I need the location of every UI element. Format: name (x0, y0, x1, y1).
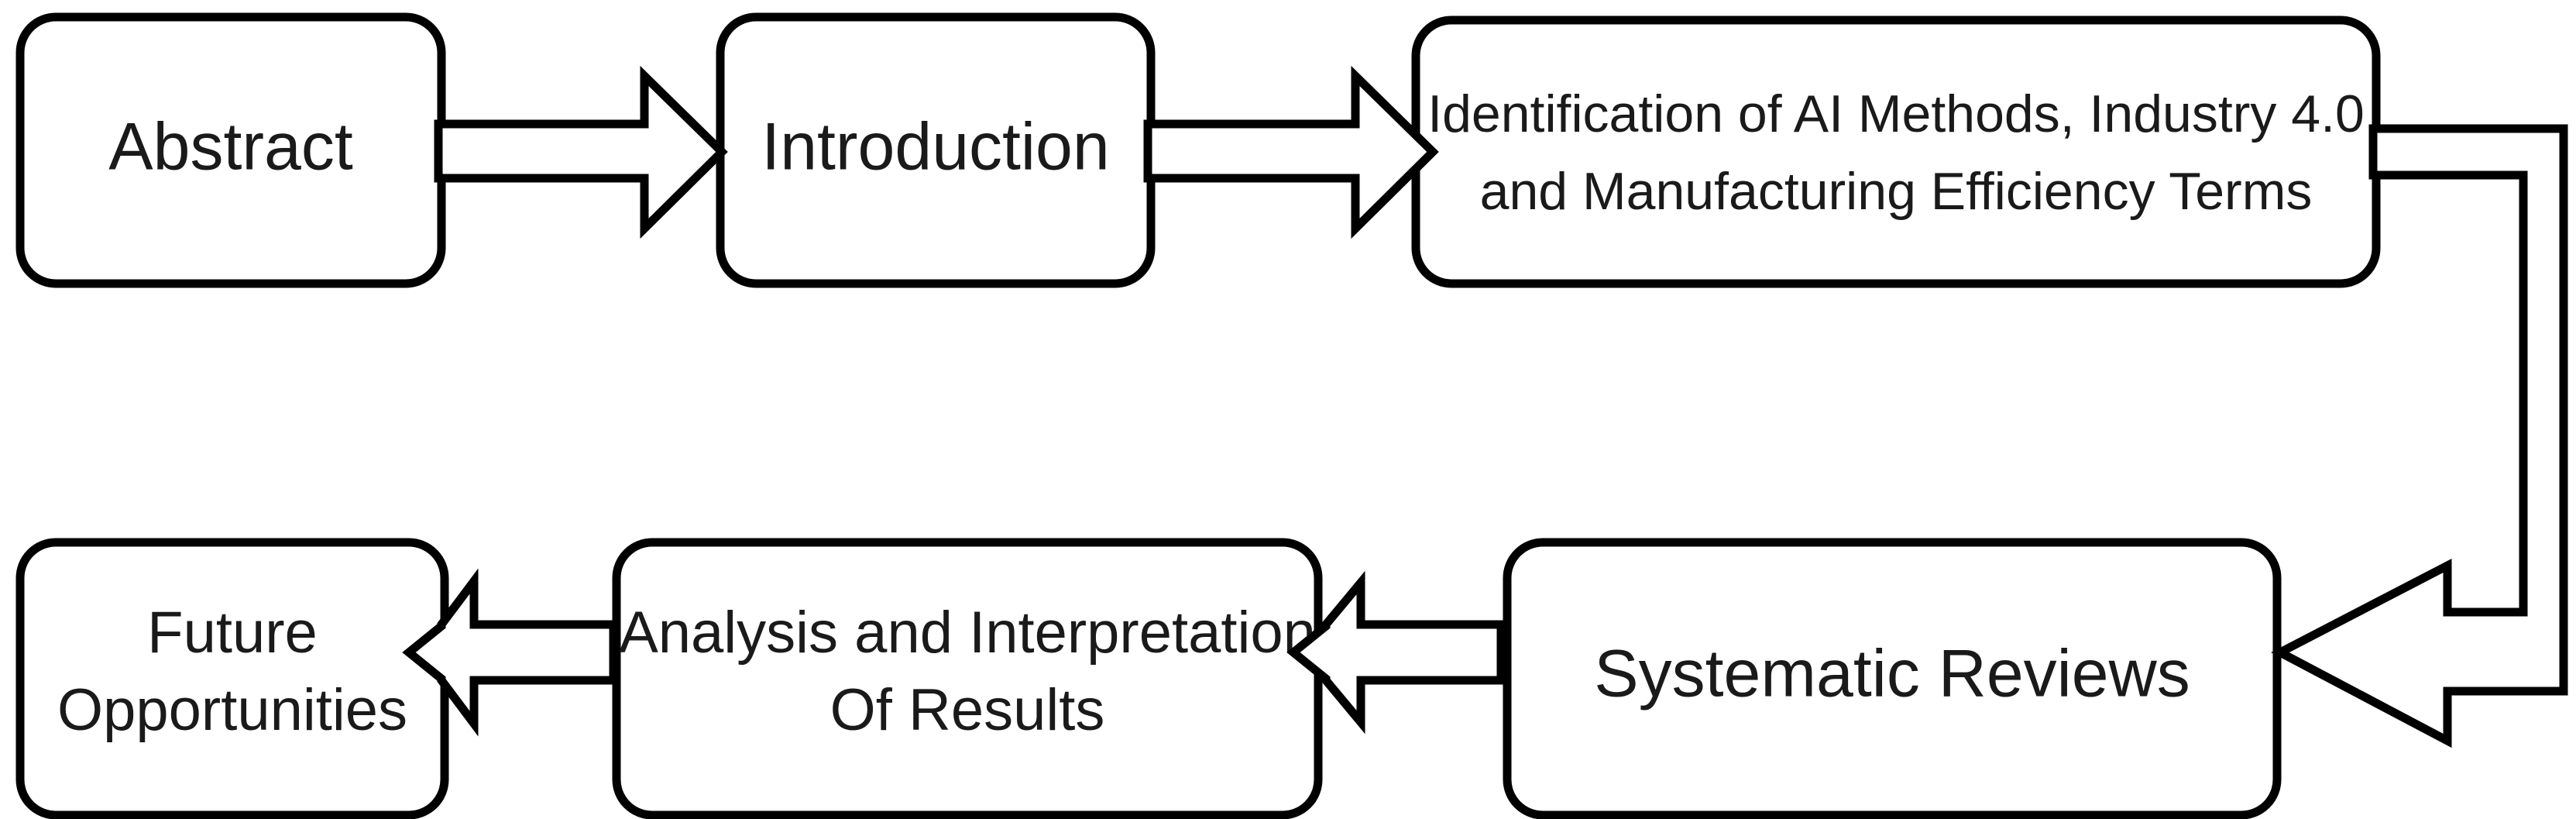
node-systematic-reviews-box (1503, 538, 2282, 819)
node-future-opportunities-label-line-2: Opportunities (57, 677, 407, 743)
node-future-opportunities-label-line-1: Future (147, 600, 318, 666)
node-analysis[interactable]: Analysis and Interpretation Of Results (612, 538, 1323, 819)
node-analysis-label-line-2: Of Results (830, 677, 1105, 743)
node-analysis-label-line-1: Analysis and Interpretation (619, 600, 1316, 666)
arrow-identification-to-systematic-reviews (2271, 124, 2568, 748)
node-identification-box (1411, 15, 2381, 288)
arrow-abstract-to-introduction (434, 65, 728, 239)
node-identification-label-line-1: Identification of AI Methods, Industry 4… (1427, 84, 2365, 143)
arrow-analysis-to-future-opportunities (402, 568, 618, 737)
node-systematic-reviews-label: Systematic Reviews (1594, 637, 2190, 711)
node-future-opportunities[interactable]: Future Opportunities (15, 538, 449, 819)
node-identification[interactable]: Identification of AI Methods, Industry 4… (1411, 15, 2381, 288)
node-introduction-label: Introduction (761, 110, 1109, 184)
node-systematic-reviews[interactable]: Systematic Reviews (1503, 538, 2282, 819)
arrow-systematic-reviews-to-analysis (1286, 570, 1506, 735)
node-identification-label-line-2: and Manufacturing Efficiency Terms (1480, 162, 2313, 221)
arrow-introduction-to-identification (1143, 65, 1439, 239)
node-abstract[interactable]: Abstract (15, 12, 446, 288)
node-introduction[interactable]: Introduction (716, 12, 1156, 288)
node-abstract-label: Abstract (108, 110, 353, 184)
